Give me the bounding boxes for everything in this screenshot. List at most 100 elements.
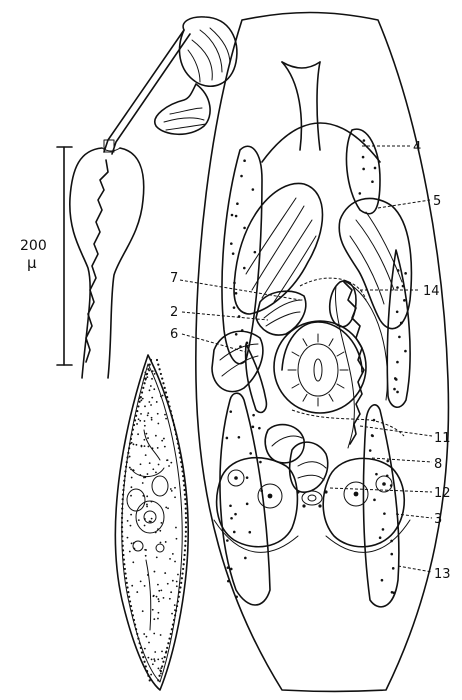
stipple-dot	[130, 542, 133, 545]
stipple-dot	[150, 404, 152, 406]
stipple-dot	[151, 396, 154, 399]
stipple-dot	[176, 442, 180, 445]
stipple-dot	[391, 567, 395, 570]
stipple-dot	[175, 537, 178, 540]
stipple-dot	[166, 646, 169, 649]
stipple-dot	[177, 573, 179, 576]
stipple-dot	[393, 387, 396, 391]
stipple-dot	[125, 461, 128, 464]
stipple-dot	[143, 584, 146, 587]
stipple-dot	[152, 468, 155, 471]
stipple-dot	[163, 445, 166, 448]
stipple-dot	[137, 637, 140, 640]
stipple-dot	[151, 608, 154, 611]
stipple-dot	[175, 437, 179, 441]
stipple-dot	[380, 578, 384, 582]
stipple-dot	[174, 433, 178, 436]
stipple-dot	[157, 363, 160, 366]
stipple-dot	[147, 368, 150, 371]
stipple-dot	[251, 188, 255, 191]
stipple-dot	[148, 401, 151, 403]
stipple-dot	[144, 454, 147, 457]
scale-bar-unit: μ	[27, 254, 37, 272]
stipple-dot	[158, 600, 160, 603]
stipple-dot	[144, 554, 147, 557]
stipple-dot	[160, 589, 163, 592]
stipple-dot	[244, 556, 247, 560]
stipple-dot	[153, 660, 156, 662]
label-leaders	[179, 145, 433, 573]
stipple-dot	[135, 443, 138, 446]
stipple-dot	[175, 604, 179, 608]
stipple-dot	[396, 269, 400, 272]
stipple-dot	[157, 658, 160, 661]
stipple-dot	[132, 469, 135, 471]
stipple-dot	[139, 646, 142, 649]
stipple-dot	[121, 530, 124, 533]
stipple-dot	[146, 574, 149, 576]
stipple-dot	[128, 550, 131, 553]
stipple-dot	[183, 558, 186, 561]
stipple-dot	[132, 423, 136, 427]
stipple-dot	[162, 660, 165, 663]
stipple-dot	[396, 390, 399, 394]
stipple-dot	[127, 451, 130, 454]
stipple-dot	[125, 581, 128, 584]
stipple-dot	[170, 461, 173, 464]
vitelline-stipple	[225, 139, 407, 599]
stipple-dot	[157, 617, 159, 620]
stipple-dot	[128, 466, 131, 469]
stipple-dot	[178, 451, 181, 454]
stipple-dot	[390, 539, 393, 543]
stipple-dot	[126, 456, 129, 459]
stipple-dot	[158, 674, 161, 677]
stipple-dot	[167, 642, 170, 645]
stipple-dot	[181, 470, 184, 473]
stipple-dot	[130, 494, 132, 497]
stipple-dot	[167, 507, 169, 510]
stipple-dot	[129, 524, 132, 527]
stipple-dot	[153, 618, 156, 621]
stipple-dot	[125, 577, 128, 580]
stipple-dot	[161, 657, 164, 660]
stipple-dot	[168, 637, 171, 640]
stipple-dot	[181, 572, 184, 575]
stipple-dot	[398, 335, 401, 339]
whole-animal-figure	[114, 354, 189, 691]
stipple-dot	[146, 376, 149, 379]
stipple-dot	[147, 437, 149, 439]
stipple-dot	[389, 484, 393, 487]
stipple-dot	[129, 437, 133, 441]
stipple-dot	[171, 553, 174, 555]
stipple-dot	[225, 436, 229, 440]
stipple-dot	[390, 552, 394, 556]
stipple-dot	[139, 474, 142, 476]
stipple-dot	[132, 618, 136, 622]
stipple-dot	[161, 394, 164, 397]
copulatory-organ-figure	[69, 16, 238, 379]
stipple-dot	[174, 496, 176, 499]
stipple-dot	[141, 482, 144, 484]
stipple-dot	[234, 333, 238, 336]
stipple-dot	[133, 419, 137, 422]
stipple-dot	[404, 272, 407, 275]
stipple-dot	[123, 567, 126, 571]
label-12: 12	[434, 486, 451, 501]
stipple-dot	[184, 521, 188, 524]
stipple-dot	[142, 386, 145, 389]
stipple-dot	[156, 412, 159, 415]
stipple-dot	[143, 647, 146, 650]
stipple-dot	[182, 474, 185, 478]
stipple-dot	[236, 202, 239, 205]
stipple-dot	[184, 516, 188, 519]
stipple-dot	[143, 633, 146, 635]
stipple-dot	[170, 628, 173, 631]
stipple-dot	[171, 612, 173, 615]
stipple-dot	[400, 321, 403, 325]
stipple-dot	[121, 535, 124, 538]
stipple-dot	[173, 604, 176, 607]
stipple-dot	[229, 504, 232, 508]
label-13: 13	[434, 567, 451, 582]
stipple-dot	[401, 284, 405, 288]
stipple-dot	[396, 360, 399, 364]
